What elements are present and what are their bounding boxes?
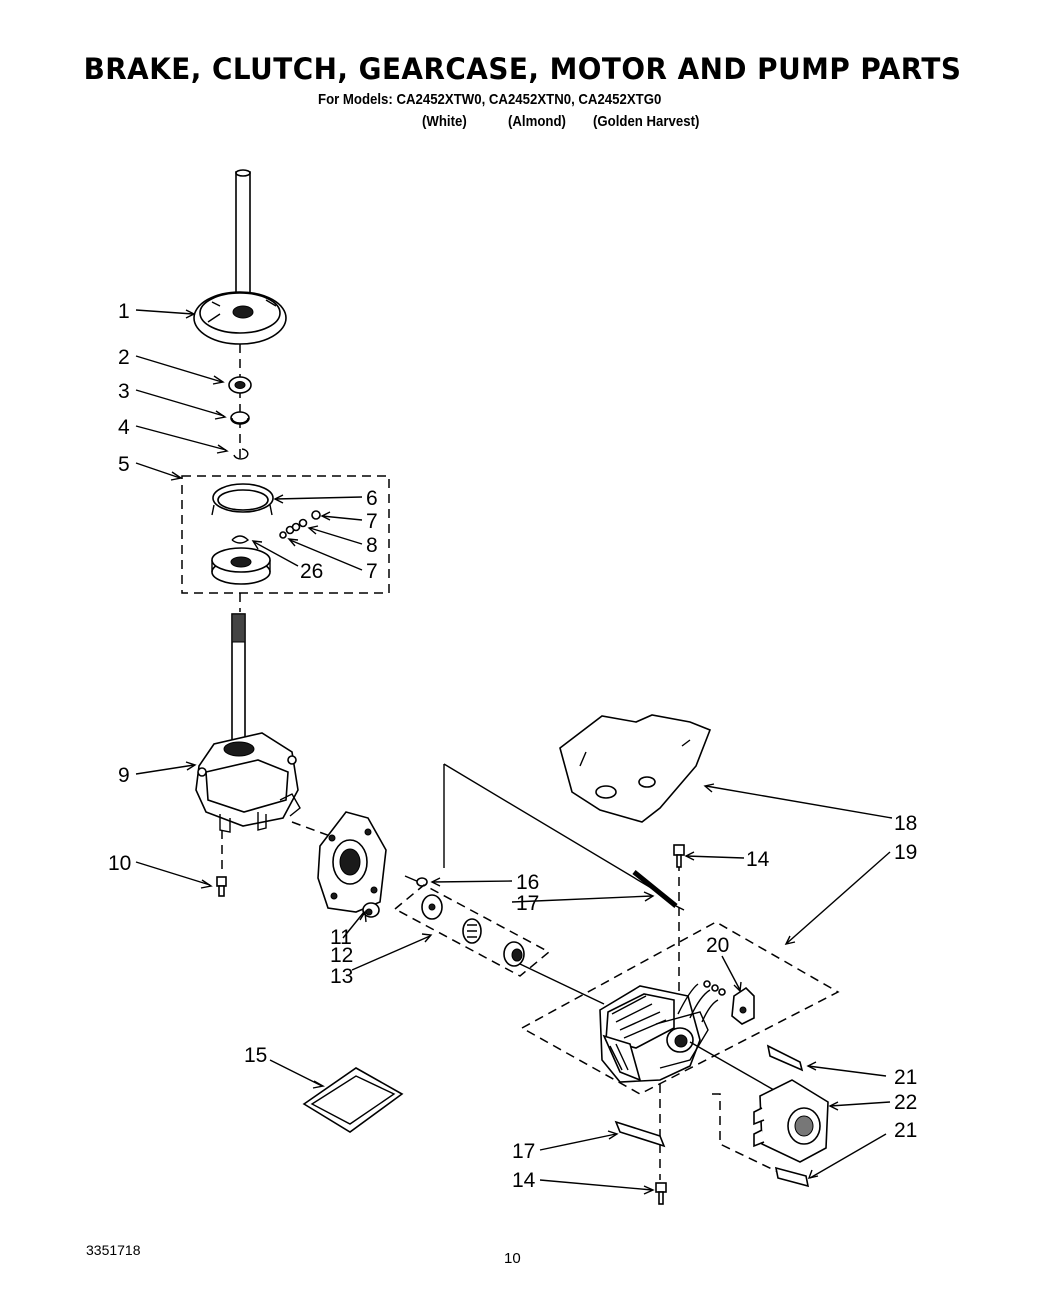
- callout-5: 5: [118, 453, 130, 476]
- part-2-washer: [228, 376, 252, 394]
- part-21-clip-upper: [766, 1044, 804, 1072]
- part-17-clip-bottom: [614, 1120, 666, 1148]
- callout-9: 9: [118, 764, 130, 787]
- part-21-clip-lower: [774, 1166, 810, 1188]
- callout-14a: 14: [746, 848, 770, 871]
- part-20-connector: [731, 986, 755, 1025]
- callout-21a: 21: [894, 1066, 917, 1089]
- color-white: (White): [422, 113, 467, 130]
- callout-7b: 7: [366, 560, 378, 583]
- callout-12: 12: [330, 944, 353, 967]
- callout-15: 15: [244, 1044, 267, 1067]
- color-almond: (Almond): [508, 113, 566, 130]
- part-14-screw-bottom: [655, 1182, 667, 1205]
- callout-6: 6: [366, 487, 378, 510]
- callout-11: 11: [330, 926, 352, 949]
- callout-10: 10: [108, 852, 131, 875]
- callout-14b: 14: [512, 1169, 536, 1192]
- part-22-pump: [753, 1079, 829, 1163]
- part-6-brake-band: [211, 483, 274, 516]
- motor: [599, 980, 726, 1083]
- part-15-gasket: [302, 1067, 404, 1133]
- part-11-mounting-plate: [317, 811, 387, 913]
- color-golden-harvest: (Golden Harvest): [593, 113, 700, 130]
- callout-13: 13: [330, 965, 353, 988]
- part-19-motor-box: [520, 921, 840, 1095]
- callout-16: 16: [516, 871, 539, 894]
- callout-1: 1: [118, 300, 130, 323]
- models-line: For Models: CA2452XTW0, CA2452XTN0, CA24…: [318, 91, 662, 108]
- part-9-gearcase: [195, 613, 301, 833]
- part-17-clip-top: [632, 870, 685, 911]
- part-26-spring-clip: [231, 535, 250, 544]
- callout-4: 4: [118, 416, 130, 439]
- part-4-clip: [233, 448, 249, 460]
- callout-7a: 7: [366, 510, 378, 533]
- callout-26: 26: [300, 560, 323, 583]
- callout-19: 19: [894, 841, 917, 864]
- callout-17b: 17: [512, 1140, 535, 1163]
- callout-18: 18: [894, 812, 917, 835]
- part-12-plug: [362, 902, 380, 918]
- callout-21b: 21: [894, 1119, 917, 1142]
- part-14-screw-top: [673, 844, 685, 868]
- part-10-screw: [216, 876, 227, 897]
- agitator-shaft-top: [235, 169, 251, 301]
- callout-2: 2: [118, 346, 130, 369]
- part-1-cam: [193, 291, 287, 345]
- coupling-parts: [421, 894, 525, 967]
- page-title: BRAKE, CLUTCH, GEARCASE, MOTOR AND PUMP …: [83, 52, 962, 86]
- part-7-8-spring-pins: [279, 510, 321, 539]
- callout-17a: 17: [516, 892, 539, 915]
- brake-drum: [211, 547, 271, 585]
- callout-22: 22: [894, 1091, 917, 1114]
- callout-8: 8: [366, 534, 378, 557]
- callout-3: 3: [118, 380, 130, 403]
- part-3-ring: [230, 411, 250, 425]
- part-5-brake-assembly-box: [181, 475, 390, 594]
- page-number: 10: [504, 1250, 521, 1267]
- callout-20: 20: [706, 934, 729, 957]
- part-18-motor-cover: [559, 714, 712, 823]
- document-number: 3351718: [86, 1242, 141, 1258]
- leader-lines: [135, 309, 893, 1195]
